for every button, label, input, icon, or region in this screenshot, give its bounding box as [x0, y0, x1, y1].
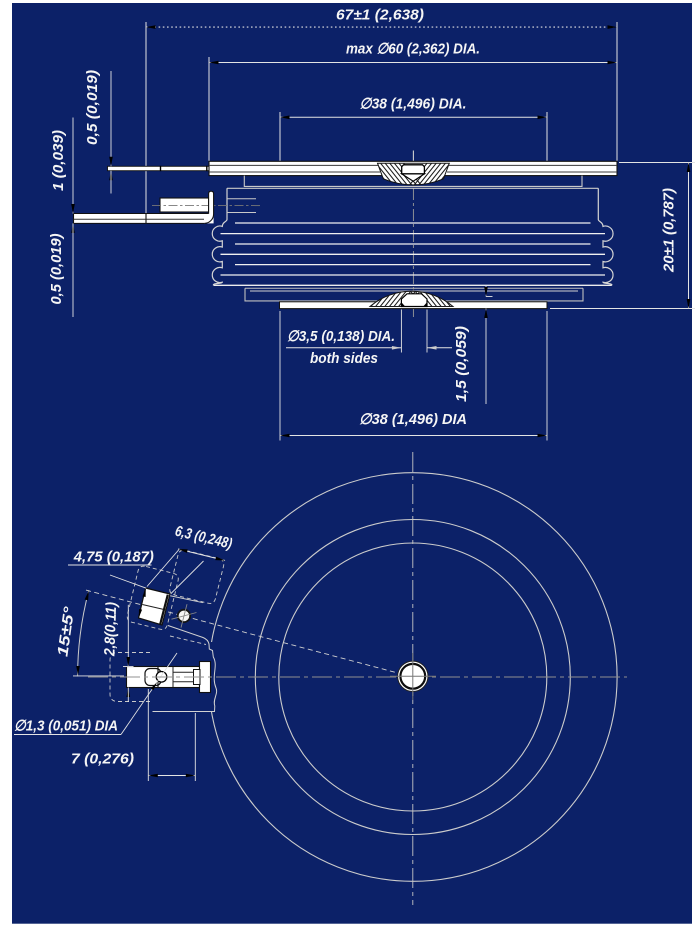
svg-text:0,5 (0,019): 0,5 (0,019) — [48, 233, 65, 304]
svg-text:∅3,5 (0,138) DIA.: ∅3,5 (0,138) DIA. — [287, 328, 395, 345]
svg-text:7 (0,276): 7 (0,276) — [71, 751, 134, 768]
svg-text:67±1 (2,638): 67±1 (2,638) — [336, 7, 424, 24]
svg-text:4,75 (0,187): 4,75 (0,187) — [73, 549, 154, 566]
svg-text:1 (0,039): 1 (0,039) — [50, 130, 67, 191]
svg-text:2,8(0,11): 2,8(0,11) — [101, 602, 120, 657]
svg-text:∅38 (1,496) DIA.: ∅38 (1,496) DIA. — [360, 96, 467, 113]
svg-text:15±5°: 15±5° — [54, 605, 78, 658]
svg-text:20±1 (0,787): 20±1 (0,787) — [661, 188, 678, 273]
svg-text:∅1,3 (0,051) DIA: ∅1,3 (0,051) DIA — [14, 718, 118, 735]
svg-text:0,5 (0,019): 0,5 (0,019) — [84, 70, 101, 145]
svg-text:1,5 (0,059): 1,5 (0,059) — [453, 326, 470, 402]
svg-text:both sides: both sides — [310, 350, 378, 367]
svg-text:∅38 (1,496) DIA: ∅38 (1,496) DIA — [359, 411, 467, 428]
svg-text:max ∅60 (2,362) DIA.: max ∅60 (2,362) DIA. — [346, 41, 480, 58]
